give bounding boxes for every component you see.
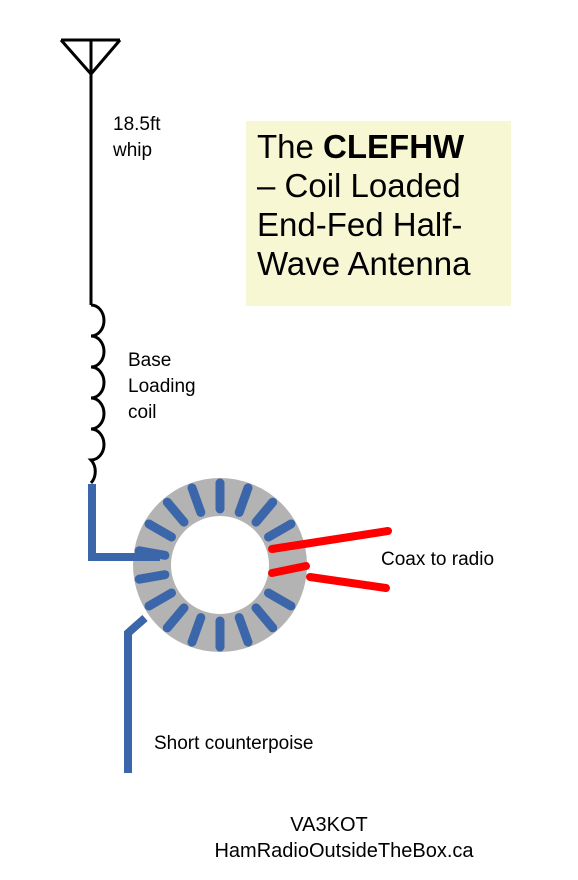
winding-turn xyxy=(144,588,176,611)
winding-turn xyxy=(187,483,206,517)
winding-turn xyxy=(234,613,253,647)
winding-turn xyxy=(234,483,253,517)
winding-turn xyxy=(144,519,176,542)
whip-label-line2: whip xyxy=(113,140,153,161)
toroid-core xyxy=(133,478,307,652)
counterpoise-wire xyxy=(124,615,148,773)
winding-turn xyxy=(264,588,296,611)
counterpoise-label: Short counterpoise xyxy=(154,733,314,754)
whip-label-line1: 18.5ft xyxy=(113,114,161,135)
winding-turn xyxy=(134,570,170,584)
title-line2: – Coil Loaded xyxy=(257,167,461,204)
title-line3: End-Fed Half- xyxy=(257,206,463,243)
coil-label: Base Loading coil xyxy=(128,348,196,426)
loading-coil xyxy=(87,303,106,485)
winding-turn xyxy=(251,497,278,527)
winding-turn xyxy=(251,603,278,633)
title-bold: CLEFHW xyxy=(323,128,465,165)
coil-label-line2: Loading xyxy=(128,376,196,397)
winding-lead-top xyxy=(88,484,160,561)
whip-label: 18.5ft whip xyxy=(113,112,161,164)
title-line1: The CLEFHW xyxy=(257,127,511,166)
footer-website: HamRadioOutsideTheBox.ca xyxy=(214,840,474,862)
toroid-windings xyxy=(134,478,296,652)
coax-leads xyxy=(268,527,392,592)
coil-label-line3: coil xyxy=(128,402,157,423)
coax-label: Coax to radio xyxy=(381,549,495,570)
footer-callsign: VA3KOT xyxy=(290,814,368,836)
footer: VA3KOT HamRadioOutsideTheBox.ca xyxy=(0,812,578,864)
winding-turn xyxy=(187,613,206,647)
coil-label-line1: Base xyxy=(128,350,172,371)
winding-turn xyxy=(162,603,189,633)
winding-turn xyxy=(264,519,296,542)
title-line4: Wave Antenna xyxy=(257,245,471,282)
winding-turn xyxy=(162,497,189,527)
title-box: The CLEFHW – Coil Loaded End-Fed Half- W… xyxy=(246,121,511,306)
title-prefix: The xyxy=(257,128,324,165)
